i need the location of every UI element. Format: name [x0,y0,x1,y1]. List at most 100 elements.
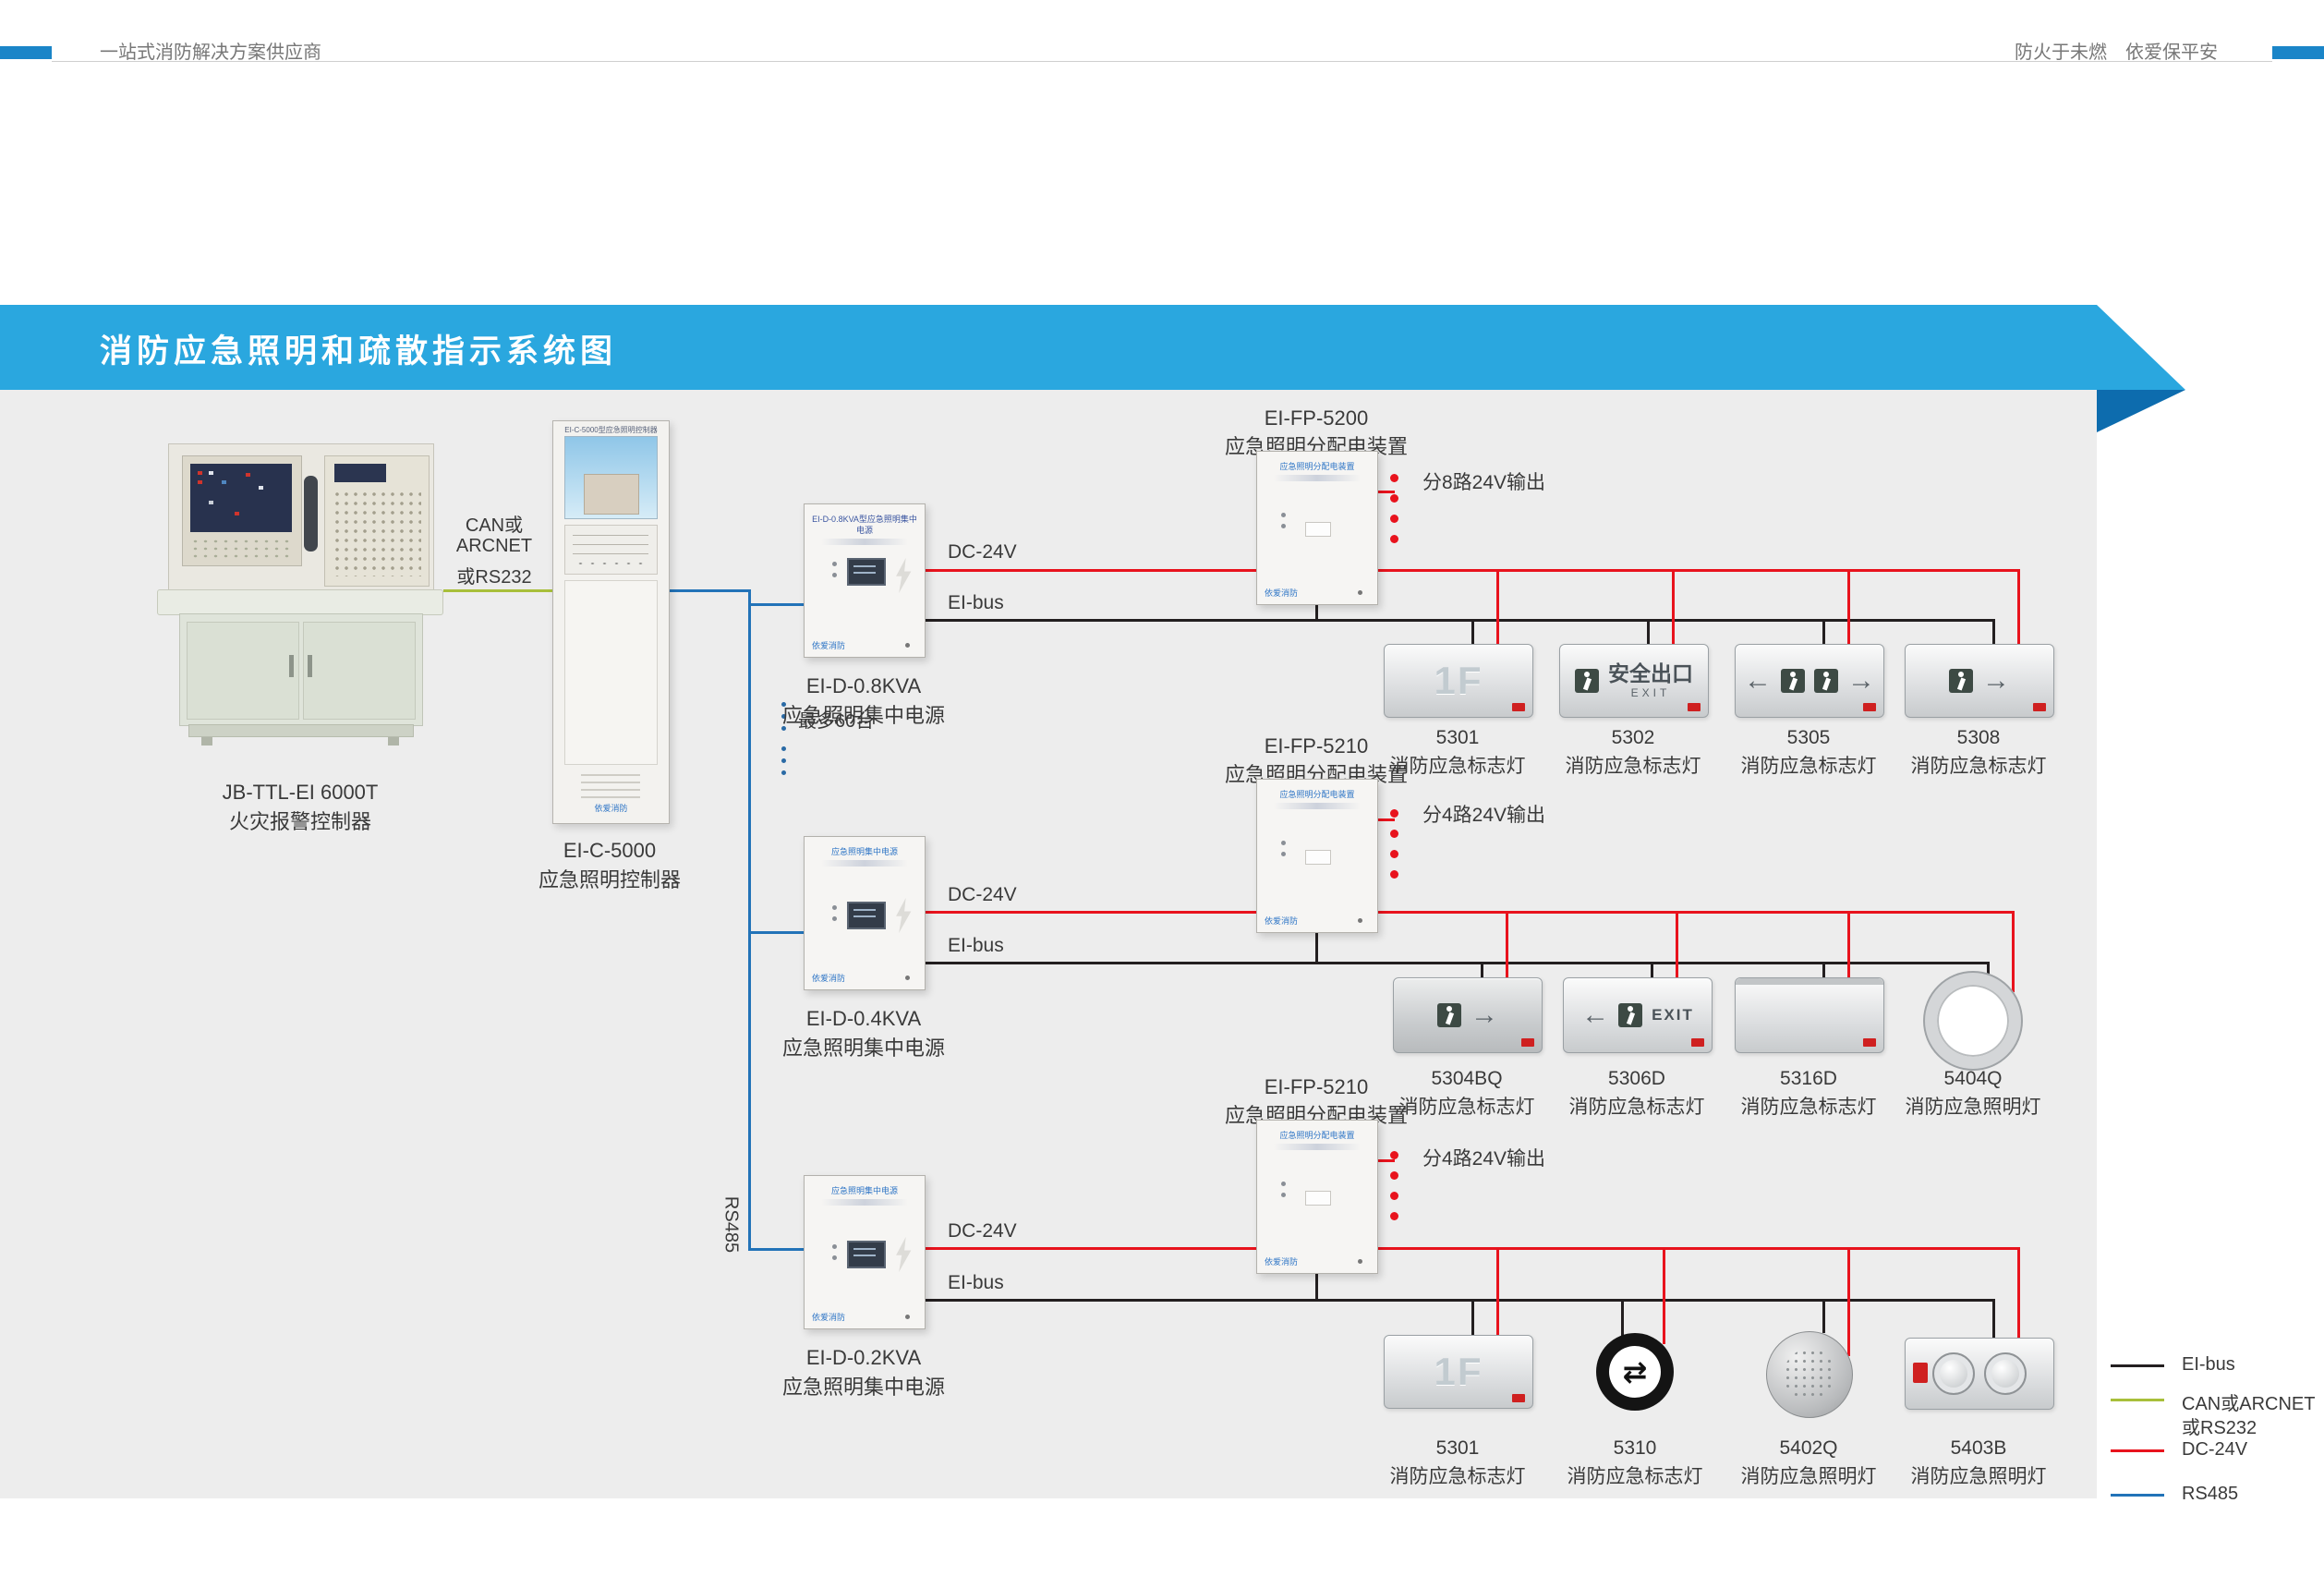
keyhole [1358,918,1362,923]
wire-drop [1676,911,1678,977]
output-dot [1390,535,1398,543]
brand-logo: 依爱消防 [812,641,846,650]
ellipsis-dot [781,758,786,763]
indicator-line [573,535,648,536]
console-desk-top [157,589,443,615]
panel-top-edge [1736,978,1883,985]
cabinet-door [564,580,658,765]
ellipsis-dot [781,746,786,751]
eibus-label-row1: EI-bus [948,592,1004,613]
lamp-5306d-sign: ← EXIT [1563,977,1713,1053]
console-door-left [187,622,299,720]
lamp-5316d-blank-panel [1735,977,1884,1053]
floor-text: 1F [1434,659,1483,702]
lamp-5404q-ring-downlight [1925,973,2021,1069]
ei-c5000-name-label: 应急照明控制器 [538,868,681,891]
brand-logo: 依爱消防 [1265,1257,1299,1267]
header-divider [52,61,2272,62]
devbox-subtext-bar [1274,1144,1361,1150]
header-right-tagline: 防火于未燃 依爱保平安 [2015,42,2218,63]
wire-rs485-trunk [748,589,751,1251]
vent-slot [581,796,640,798]
banner-fold-triangle [2097,390,2185,432]
wire-drop [1471,1299,1474,1335]
running-man-icon [1437,1003,1461,1027]
indicator-led [1281,513,1286,517]
ellipsis-dot [781,770,786,775]
devbox-subtext-bar [821,1199,908,1206]
lamp-model-label: 5403B [1950,1437,2007,1459]
lamp-model-label: 5404Q [1943,1068,2003,1089]
wire-drop [1822,619,1825,644]
can-label-line2: ARCNET [455,536,533,556]
arrow-right-icon: → [1847,665,1875,696]
wire-drop [1621,1299,1624,1336]
brand-logo: 依爱消防 [812,974,846,983]
wire-dc24v-row3 [924,1247,2020,1250]
wire-dist2-output-stub [1376,818,1395,821]
output-dot [1390,494,1398,503]
ellipsis-dot [781,714,786,719]
building-picture [584,474,639,515]
wire-drop [1496,1247,1499,1335]
spot-lamp [1984,1352,2027,1395]
lamp-model-label: 5302 [1611,727,1655,748]
emergency-lighting-controller-cabinet: EI-C-5000型应急照明控制器 依爱消防 [552,420,670,824]
lightning-graphic-icon [896,558,912,593]
output-dot [1390,1151,1398,1159]
ellipsis-dot [781,702,786,707]
brand-logo: 依爱消防 [812,1313,846,1322]
cabinet-caption: EI-C-5000型应急照明控制器 [564,426,658,434]
indicator-chip [1521,1038,1534,1047]
header-left-tagline: 一站式消防解决方案供应商 [100,42,321,63]
lamp-desc-label: 消防应急照明灯 [1740,1466,1877,1487]
exit-en-text: EXIT [1652,1006,1694,1024]
devbox-header-text: EI-D-0.8KVA型应急照明集中电源 [812,515,917,535]
wire-dist1-output-stub [1376,491,1395,493]
dist2-output-label: 分4路24V输出 [1422,805,1546,826]
indicator-led [1281,841,1286,845]
keyhole [905,643,910,648]
controller-model-label: JB-TTL-EI 6000T [222,781,379,804]
output-dot [1390,850,1398,858]
lamp-desc-label: 消防应急标志灯 [1389,756,1526,777]
keyhole [905,976,910,980]
wire-rs485-branch-2 [748,931,804,934]
console-foot [388,737,399,746]
vent-slot [581,774,640,776]
wire-dc24v-row2 [924,911,2015,914]
wire-drop [1992,619,1995,644]
dome-speaker-holes [1784,1349,1835,1400]
lamp-5403b-twin-spot [1905,1338,2054,1410]
indicator-line [573,544,648,545]
console-small-display [334,464,386,482]
legend-label-rs485: RS485 [2182,1484,2239,1504]
door-handle [289,655,294,677]
devbox-display [847,1241,886,1268]
spot-lamp [1932,1352,1975,1395]
dc24v-label-row3: DC-24V [948,1220,1017,1242]
lamp-5305-double-arrow-sign: ← → [1735,644,1884,718]
wire-drop [2012,911,2015,992]
eibus-label-row3: EI-bus [948,1272,1004,1293]
header-accent-bar-left [0,46,52,59]
indicator-chip [1863,1038,1876,1047]
title-banner [0,305,2185,390]
can-label-line1: CAN或 [465,515,524,536]
lamp-model-label: 5304BQ [1431,1068,1503,1089]
door-handle [308,655,312,677]
lamp-model-label: 5308 [1956,727,2001,748]
lamp-5308-arrow-sign: → [1905,644,2054,718]
dist-ei-fp-5210-b: 应急照明分配电装置 依爱消防 [1256,1120,1378,1274]
psu-ei-d-0-4kva: 应急照明集中电源 依爱消防 [804,836,926,990]
lamp-desc-label: 消防应急标志灯 [1567,1466,1703,1487]
wire-drop [1822,962,1825,977]
dist-ei-fp-5210-a: 应急照明分配电装置 依爱消防 [1256,779,1378,933]
lightning-graphic-icon [896,898,912,933]
screen-pixel [235,512,239,515]
screen-pixel [222,480,226,484]
floor-text: 1F [1434,1350,1483,1393]
devbox-subtext-bar [821,539,908,545]
controller-name-label: 火灾报警控制器 [228,810,371,833]
running-man-icon [1575,669,1599,693]
